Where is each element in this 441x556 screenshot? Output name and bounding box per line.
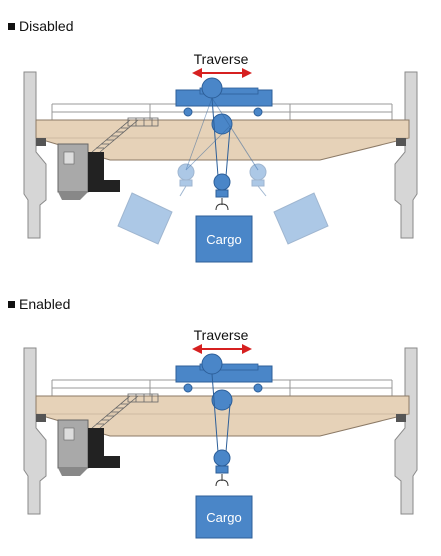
swinging-load-right: [249, 163, 329, 245]
hook-icon: [215, 474, 229, 487]
bullet-square-icon: [8, 22, 15, 30]
operator-cab: [57, 419, 89, 469]
section-label: Enabled: [19, 296, 71, 312]
bullet-square-icon: [8, 300, 15, 308]
left-rail-column: [23, 71, 47, 239]
traverse-arrow-icon: [192, 344, 252, 354]
operator-cab: [57, 143, 89, 193]
trolley-drum: [201, 77, 223, 99]
hook-block: [213, 449, 231, 467]
cargo-box: [195, 495, 253, 539]
section-label: Disabled: [19, 18, 74, 34]
hook-block: [213, 173, 231, 191]
ladder: [91, 393, 159, 429]
cargo-box: [195, 215, 253, 263]
hook-icon: [215, 198, 229, 211]
right-rail-column: [394, 347, 418, 515]
hoist-drum: [211, 389, 233, 411]
cargo-label: Cargo: [206, 510, 241, 525]
cargo-label: Cargo: [206, 232, 241, 247]
left-rail-column: [23, 347, 47, 515]
ladder: [91, 117, 159, 153]
crane-diagram-enabled: Traverse Cargo: [23, 327, 418, 539]
traverse-label: Traverse: [194, 51, 249, 67]
trolley-drum: [201, 353, 223, 375]
crane-diagram-disabled: Traverse Cargo: [23, 51, 418, 263]
right-rail-column: [394, 71, 418, 239]
section-title-disabled: Disabled: [8, 18, 73, 34]
traverse-label: Traverse: [194, 327, 249, 343]
section-title-enabled: Enabled: [8, 296, 70, 312]
swinging-load-left: [117, 163, 195, 245]
traverse-arrow-icon: [192, 68, 252, 78]
